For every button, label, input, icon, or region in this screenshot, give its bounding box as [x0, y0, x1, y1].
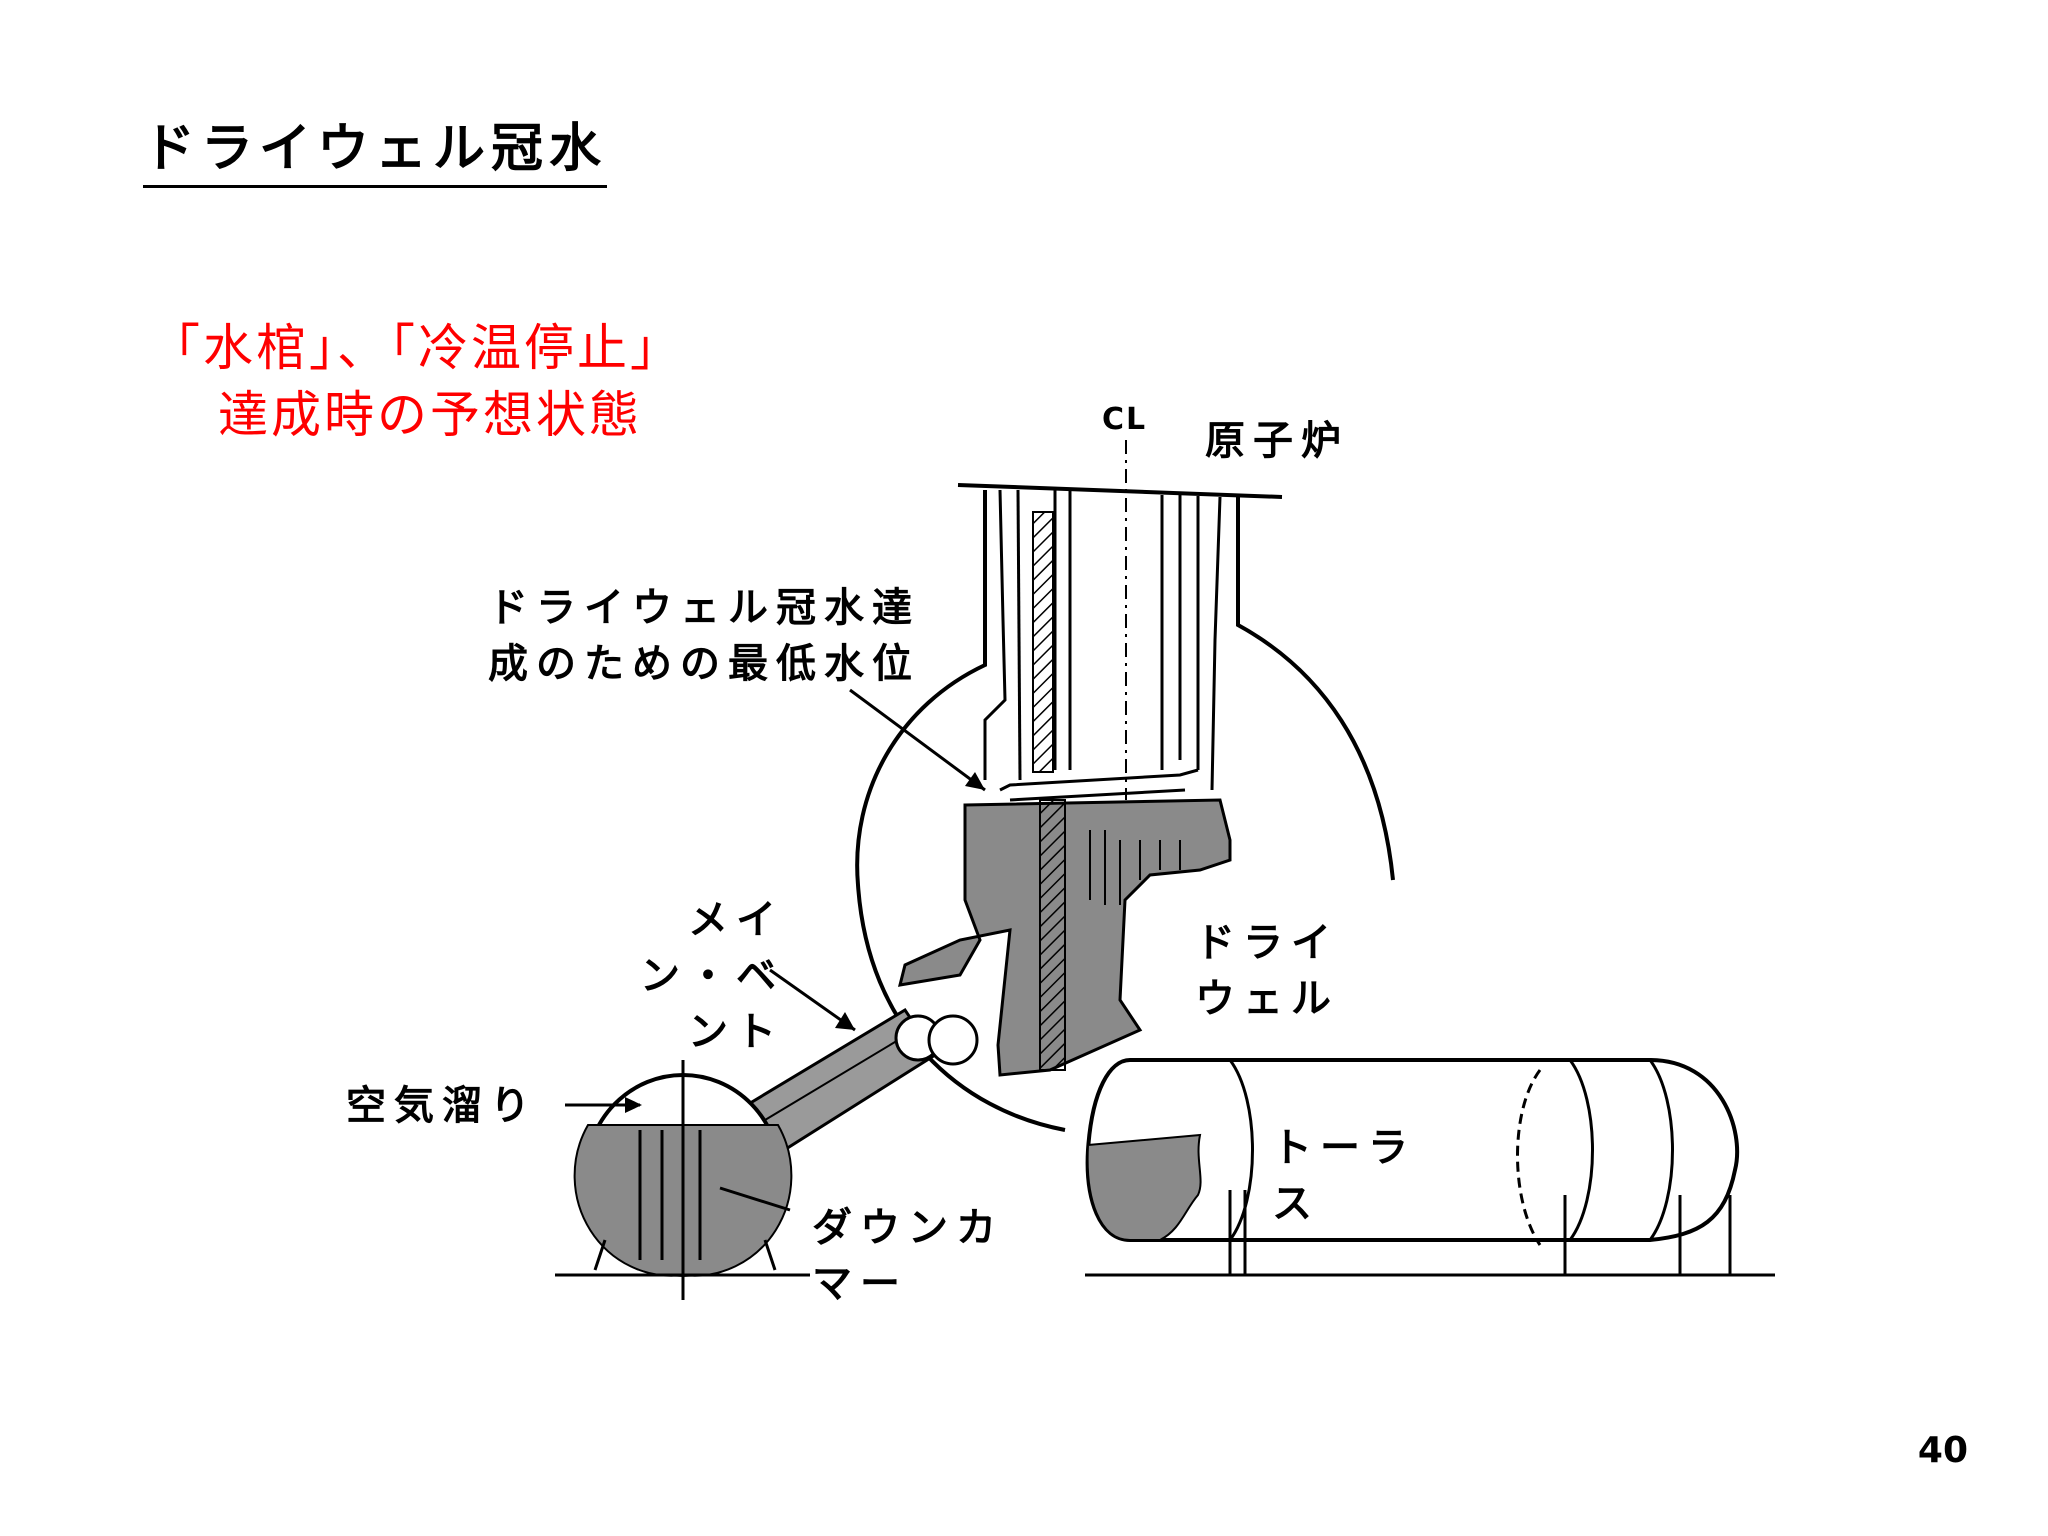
- torus-segment-lines: [1228, 1059, 1674, 1241]
- pedestal-streaks: [1089, 830, 1181, 905]
- drywell-label: ドライ ウェル: [1195, 920, 1339, 1022]
- reactor-inner-wall: [1016, 489, 1022, 781]
- centerline-label: CL: [1102, 402, 1148, 437]
- pipe-bend-left: [999, 768, 1199, 792]
- torus-section-supports: [593, 1239, 777, 1271]
- subtitle-line-2: 達成時の予想状態: [218, 386, 642, 444]
- torus-label: トーラ ス: [1272, 1125, 1416, 1227]
- air-pocket-arrowhead: [625, 1097, 642, 1113]
- torus-cutaway: [1086, 1133, 1202, 1241]
- hatched-pedestal-column: [1039, 799, 1066, 1071]
- torus-dashed-segment: [1516, 1069, 1542, 1246]
- downcomer-pipes: [638, 1130, 702, 1260]
- min-level-label: ドライウェル冠水達 成のための最低水位: [488, 585, 920, 687]
- page-number: 40: [1917, 1430, 1968, 1471]
- vent-bellows-2: [927, 1014, 979, 1066]
- drywell-shell: [855, 490, 1395, 1132]
- downcomer-arrow: [719, 1186, 791, 1212]
- main-vent-arrowhead: [835, 1012, 855, 1030]
- main-vent-label: メイ ン・ベ ント: [640, 897, 784, 1055]
- inner-pipes: [1053, 490, 1200, 770]
- slide-title: ドライウェル冠水: [143, 106, 608, 188]
- reactor-vessel-wall-right: [1210, 496, 1222, 791]
- downcomer-label: ダウンカ マー: [812, 1205, 1004, 1307]
- subtitle-line-1: 「水棺」、「冷温停止」: [150, 319, 683, 377]
- torus-body: [1085, 1058, 1740, 1242]
- min-level-arrow: [849, 688, 986, 792]
- reactor-top-plate: [957, 483, 1283, 499]
- reactor-vessel-wall-left: [983, 489, 1007, 780]
- reactor-label: 原子炉: [1205, 418, 1349, 464]
- pipe-bend-left-2: [1009, 788, 1186, 802]
- hatched-column-top: [1032, 511, 1054, 773]
- torus-supports: [1228, 1190, 1732, 1275]
- air-pocket-label: 空気溜り: [346, 1083, 538, 1129]
- min-level-arrowhead: [965, 772, 985, 790]
